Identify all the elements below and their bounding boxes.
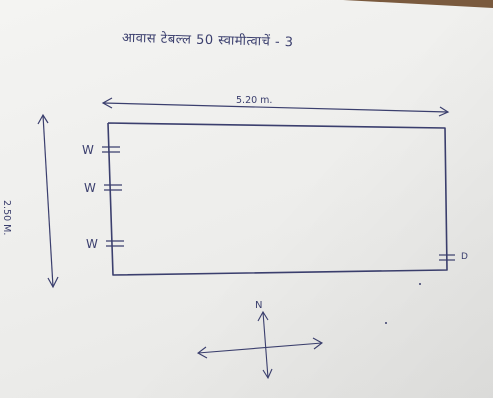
door-marker (439, 254, 455, 261)
door-label: D (461, 252, 468, 262)
north-label: N (255, 300, 263, 311)
window-label-3: W (86, 237, 98, 251)
width-label: 5.20 m. (236, 95, 273, 106)
width-dimension-arrow (101, 97, 450, 117)
room-outline (107, 122, 448, 276)
window-label-2: W (84, 181, 96, 195)
window-label-1: W (82, 143, 94, 157)
pen-dot (419, 283, 421, 285)
pen-dot (385, 322, 387, 324)
height-label: 2.50 M. (1, 200, 12, 236)
table-edge (343, 0, 493, 8)
compass-arrows (196, 310, 324, 380)
window-marker-1 (102, 146, 120, 153)
window-marker-3 (106, 240, 124, 247)
height-dimension-arrow (37, 113, 59, 289)
window-marker-2 (104, 184, 122, 191)
